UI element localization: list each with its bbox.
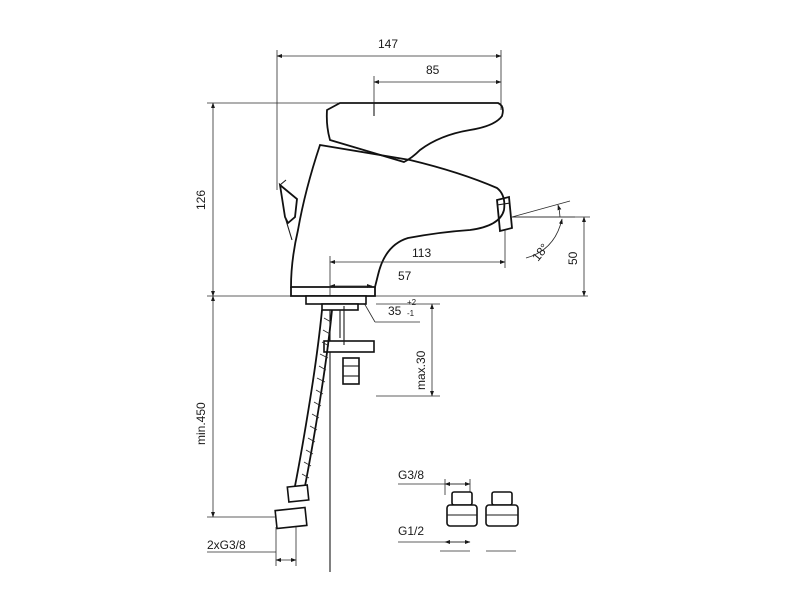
- adapter-inset: G3/8 G1/2: [398, 468, 519, 552]
- mounting-shank: [305, 295, 375, 572]
- dimension-57-label: 57: [398, 269, 412, 283]
- dimension-min450: min.450: [194, 295, 276, 518]
- dimension-hole-label: 35: [388, 304, 402, 318]
- adapter-fitting-left: [440, 491, 478, 552]
- dimension-85-label: 85: [426, 63, 440, 77]
- adapter-fitting-right: [485, 491, 519, 552]
- dimension-angle-label: 18°: [529, 241, 551, 264]
- dimension-85: 85: [373, 63, 502, 106]
- dimension-113: 113: [329, 230, 506, 268]
- dimension-147-label: 147: [378, 37, 398, 51]
- adapter-top-thread-label: G3/8: [398, 468, 424, 482]
- dimension-147: 147: [276, 37, 502, 190]
- dimension-hole-35: 35 +2 -1: [359, 295, 420, 323]
- dimension-57: 57: [329, 256, 412, 300]
- dimension-50-label: 50: [566, 251, 580, 265]
- dimension-connection: 2xG3/8: [207, 527, 297, 566]
- dimension-min450-label: min.450: [194, 402, 208, 445]
- dimension-max30-label: max.30: [414, 350, 428, 390]
- dimension-hole-tol-minus: -1: [407, 309, 415, 318]
- dimension-126: 126: [194, 102, 340, 297]
- dimension-50: 50: [512, 216, 590, 297]
- braided-hose: [274, 309, 333, 530]
- dimension-hole-tol-plus: +2: [407, 298, 417, 307]
- dimension-max30: max.30: [376, 303, 440, 397]
- faucet-body: [278, 102, 513, 297]
- adapter-bottom-thread-label: G1/2: [398, 524, 424, 538]
- dimension-126-label: 126: [194, 190, 208, 210]
- dimension-connection-label: 2xG3/8: [207, 538, 246, 552]
- dimension-113-label: 113: [412, 246, 431, 260]
